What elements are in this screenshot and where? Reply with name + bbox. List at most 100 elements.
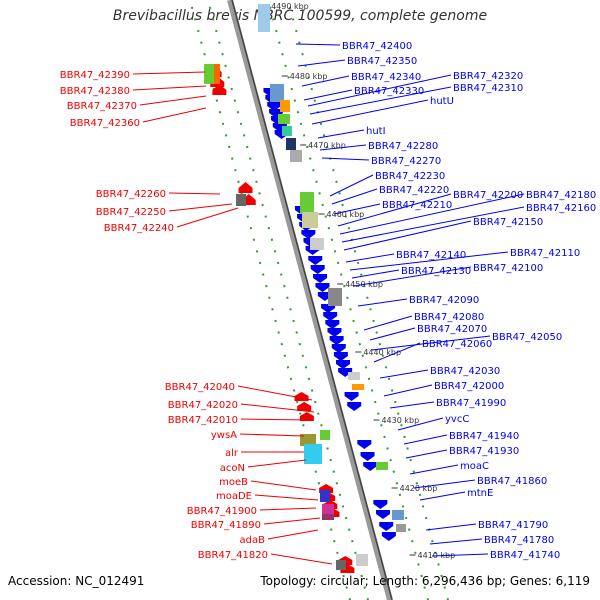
right-label-connector: [357, 298, 408, 307]
left-gene-label: BBR47_42370: [67, 101, 137, 112]
gene-feature-block: [356, 554, 368, 566]
left-label-connector: [254, 494, 319, 501]
gene-feature-block: [396, 524, 406, 532]
right-label-connector: [331, 188, 378, 205]
gene-feature-block: [258, 4, 270, 32]
left-gene-label: BBR47_42250: [96, 207, 166, 218]
right-gene-label: BBR47_42030: [430, 366, 500, 377]
gene-feature-block: [322, 504, 334, 514]
left-gene-label: BBR47_42040: [165, 382, 235, 393]
left-gene-label: alr: [225, 448, 239, 459]
gene-arrow-minus: [323, 312, 338, 321]
right-label-connector: [403, 434, 448, 445]
left-gene-label: BBR47_41820: [198, 550, 268, 561]
right-gene-label: BBR47_42270: [371, 156, 441, 167]
left-gene-label: acoN: [220, 463, 245, 474]
gene-feature-block: [310, 238, 324, 250]
right-gene-label: yvcC: [445, 414, 469, 425]
right-label-connector: [353, 266, 472, 287]
scale-tick-label: 4470 kbp: [308, 141, 346, 150]
right-gene-label: hutU: [430, 96, 454, 107]
left-label-connector: [168, 203, 233, 212]
left-gene-label: adaB: [240, 535, 266, 546]
left-gene-label: BBR47_42260: [96, 189, 166, 200]
right-gene-label: BBR47_42330: [354, 86, 424, 97]
gene-feature-block: [376, 462, 388, 470]
genome-backbone: [227, 0, 393, 600]
right-gene-label: BBR47_42150: [473, 217, 543, 228]
genome-title: Brevibacillus brevis NBRC 100599, comple…: [112, 8, 488, 24]
right-gene-label: BBR47_41790: [478, 520, 548, 531]
left-label-connector: [259, 507, 317, 511]
gene-arrow-minus: [315, 283, 330, 292]
right-label-connector: [413, 479, 476, 489]
left-label-connector: [237, 385, 313, 401]
right-label-connector: [311, 99, 429, 125]
accession-text: Accession: NC_012491: [8, 574, 145, 588]
right-gene-label: BBR47_42090: [409, 295, 479, 306]
right-label-connector: [383, 384, 433, 397]
gene-feature-block: [304, 444, 322, 464]
gene-arrow-plus: [299, 412, 314, 421]
left-label-connector: [132, 85, 207, 91]
gene-arrow-minus: [313, 274, 328, 283]
gene-arrow-minus: [272, 123, 287, 132]
gene-feature-block: [236, 194, 246, 206]
right-gene-label: BBR47_41780: [484, 535, 554, 546]
right-gene-label: BBR47_41940: [449, 431, 519, 442]
gene-arrow-minus: [357, 440, 372, 449]
left-label-connector: [168, 192, 221, 195]
gene-feature-block: [214, 64, 220, 84]
scale-tick-label: 4440 kbp: [363, 348, 401, 357]
right-gene-label: mtnE: [467, 488, 493, 499]
gene-arrow-minus: [376, 510, 391, 519]
right-gene-label: BBR47_42000: [434, 381, 504, 392]
gene-feature-block: [270, 84, 284, 102]
right-gene-label: BBR47_42400: [342, 41, 412, 52]
right-label-connector: [405, 449, 448, 459]
gene-arrow-minus: [308, 256, 323, 265]
topology-summary: Topology: circular; Length: 6,296,436 bp…: [260, 574, 590, 588]
left-gene-label: BBR47_42360: [70, 118, 140, 129]
left-label-connector: [176, 207, 239, 228]
gene-feature-block: [204, 64, 214, 84]
gene-feature-block: [392, 510, 404, 520]
left-gene-label: moeB: [219, 477, 248, 488]
left-label-connector: [142, 107, 207, 123]
right-gene-label: moaC: [460, 461, 489, 472]
left-gene-label: BBR47_42380: [60, 86, 130, 97]
right-label-connector: [333, 203, 381, 215]
genome-backbone-edge: [231, 0, 393, 600]
right-label-connector: [337, 193, 452, 227]
right-label-connector: [425, 523, 477, 531]
gene-arrow-minus: [338, 368, 353, 377]
gene-arrow-plus: [297, 402, 312, 411]
gene-feature-block: [286, 138, 296, 150]
gene-arrow-minus: [373, 500, 388, 509]
right-gene-label: BBR47_42200: [453, 190, 523, 201]
right-label-connector: [419, 491, 466, 501]
scale-tick-label: 4460 kbp: [327, 210, 365, 219]
left-label-connector: [247, 459, 307, 468]
right-label-connector: [303, 89, 353, 101]
gene-arrow-minus: [321, 304, 336, 313]
right-label-connector: [341, 206, 525, 243]
right-gene-label: BBR47_42070: [417, 324, 487, 335]
right-gene-label: BBR47_41740: [490, 550, 560, 561]
gene-feature-block: [322, 514, 334, 520]
left-label-connector: [239, 433, 305, 437]
right-label-connector: [429, 538, 483, 545]
right-label-connector: [351, 269, 400, 279]
right-label-connector: [319, 144, 367, 151]
right-label-connector: [317, 129, 365, 139]
right-gene-label: BBR47_42110: [510, 248, 580, 259]
right-gene-label: BBR47_42220: [379, 185, 449, 196]
gene-feature-block: [320, 430, 330, 440]
right-gene-label: BBR47_41930: [449, 446, 519, 457]
left-label-connector: [250, 480, 317, 491]
gene-arrow-minus: [310, 265, 325, 274]
left-label-connector: [240, 403, 315, 413]
gene-feature-block: [290, 150, 302, 162]
gene-feature-block: [282, 126, 292, 136]
gene-feature-block: [352, 384, 364, 390]
